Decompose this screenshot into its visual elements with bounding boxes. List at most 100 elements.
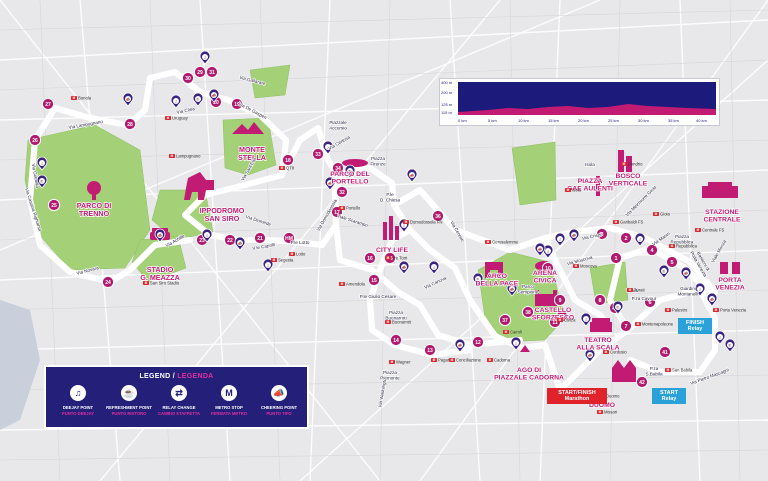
metro-icon: M (341, 282, 344, 286)
metro-stop-label: Duomo (606, 393, 620, 398)
route-point-icon: ☕ (658, 264, 670, 279)
metro-icon: M (667, 308, 670, 312)
music-icon: ♫ (70, 385, 86, 401)
metro-stop-label: Garibaldi FS (620, 219, 643, 224)
metro-stop-label: Gioia (660, 211, 670, 216)
bosco-landmark-icon (618, 150, 632, 172)
route-point-glyph: 📣 (126, 97, 131, 102)
citylife-landmark-icon (383, 216, 399, 240)
route-point-glyph: ☕ (348, 169, 353, 174)
km-marker: 21 (253, 231, 267, 245)
km-marker: 42 (635, 375, 649, 389)
legend-label-it: PUNTO TIFO (266, 411, 292, 416)
metro-icon: M (391, 360, 394, 364)
route-point-icon: ♫ (199, 50, 211, 65)
legend-label-it: FERMATA METRO (211, 411, 247, 416)
km-marker-label: 30 (185, 76, 191, 82)
km-marker: 24 (101, 275, 115, 289)
route-point-glyph: ♫ (719, 336, 722, 340)
metro-icon: M (671, 244, 674, 248)
metro-stop-label: Tre Torri (392, 255, 407, 260)
km-marker: 10 (541, 261, 555, 275)
relay-icon: ⇄ (171, 385, 187, 401)
legend-item-deejay: ♫ DEEJAY POINT PUNTO DEEJAY (52, 385, 104, 416)
route-point-icon: ☕ (472, 272, 484, 287)
route-point-icon: ☕ (192, 92, 204, 107)
metro-icon: M (145, 281, 148, 285)
metro-icon: M (433, 358, 436, 362)
legend-label-it: PUNTO DEEJAY (61, 411, 95, 416)
route-point-glyph: 📣 (410, 173, 415, 178)
km-marker: HM (282, 231, 296, 245)
metro-stop-label: Buonarroti (392, 319, 411, 324)
route-point-icon: ♫ (428, 260, 440, 275)
metro-stop-label: Repubblica (676, 243, 698, 248)
route-point-glyph: ♫ (206, 234, 209, 238)
metro-stop-label: Isola (572, 187, 582, 192)
route-point-icon: ♫ (694, 282, 706, 297)
metro-stop-label: Centrale FS (702, 227, 725, 232)
route-point-glyph: ♫ (639, 238, 642, 242)
route-point-glyph: ♫ (403, 224, 406, 228)
route-point-glyph: ♫ (699, 288, 702, 292)
metro-icon: M (599, 410, 602, 414)
km-marker: 22 (223, 233, 237, 247)
metro-icon: M (487, 240, 490, 244)
metro-stop-label: Segesta (278, 257, 294, 262)
metro-stop-label: Lotto (296, 251, 306, 256)
metro-stop-label: Cadorna (494, 357, 511, 362)
metro-stop-label: Cordusio (610, 349, 627, 354)
km-marker: 31 (205, 65, 219, 79)
metro-icon: M (655, 212, 658, 216)
route-point-icon: 📣 (398, 260, 410, 275)
km-marker: 25 (47, 198, 61, 212)
metro-icon: M (697, 228, 700, 232)
legend-item-cheering: 📣 CHEERING POINT PUNTO TIFO (253, 385, 305, 416)
elevation-plot (458, 82, 716, 115)
route-point-glyph: ♫ (547, 250, 550, 254)
km-marker-label: 32 (339, 190, 345, 196)
km-marker-label: 1 (614, 256, 617, 262)
portello-landmark-icon (342, 159, 368, 167)
metro-icon: M (489, 358, 492, 362)
street-label: P.le Giulio Cesare (360, 294, 397, 299)
metro-stop-label: Moscova (580, 263, 597, 268)
km-marker-label: 28 (127, 122, 133, 128)
route-point-icon: 📣 (534, 242, 546, 257)
mountain-landmark-icon (232, 122, 264, 134)
km-marker: 41 (658, 345, 672, 359)
km-marker-label: 24 (105, 280, 111, 286)
km-marker-label: 25 (51, 203, 57, 209)
route-point-glyph: 📣 (510, 287, 515, 292)
metro-stop-label: Uruguay (172, 115, 189, 120)
aulenti-landmark-icon (596, 176, 600, 196)
metro-icon: M (605, 350, 608, 354)
metro-icon: M (715, 308, 718, 312)
route-point-glyph: ♫ (559, 238, 562, 242)
metro-stop-label: Wagner (396, 359, 411, 364)
route-point-icon: ♫ (714, 330, 726, 345)
elevation-line (458, 104, 716, 115)
km-marker: 3 (595, 227, 609, 241)
park-stadio (131, 235, 187, 283)
tree-landmark-icon (87, 181, 101, 200)
elev-y-label: 200 m (441, 90, 453, 95)
